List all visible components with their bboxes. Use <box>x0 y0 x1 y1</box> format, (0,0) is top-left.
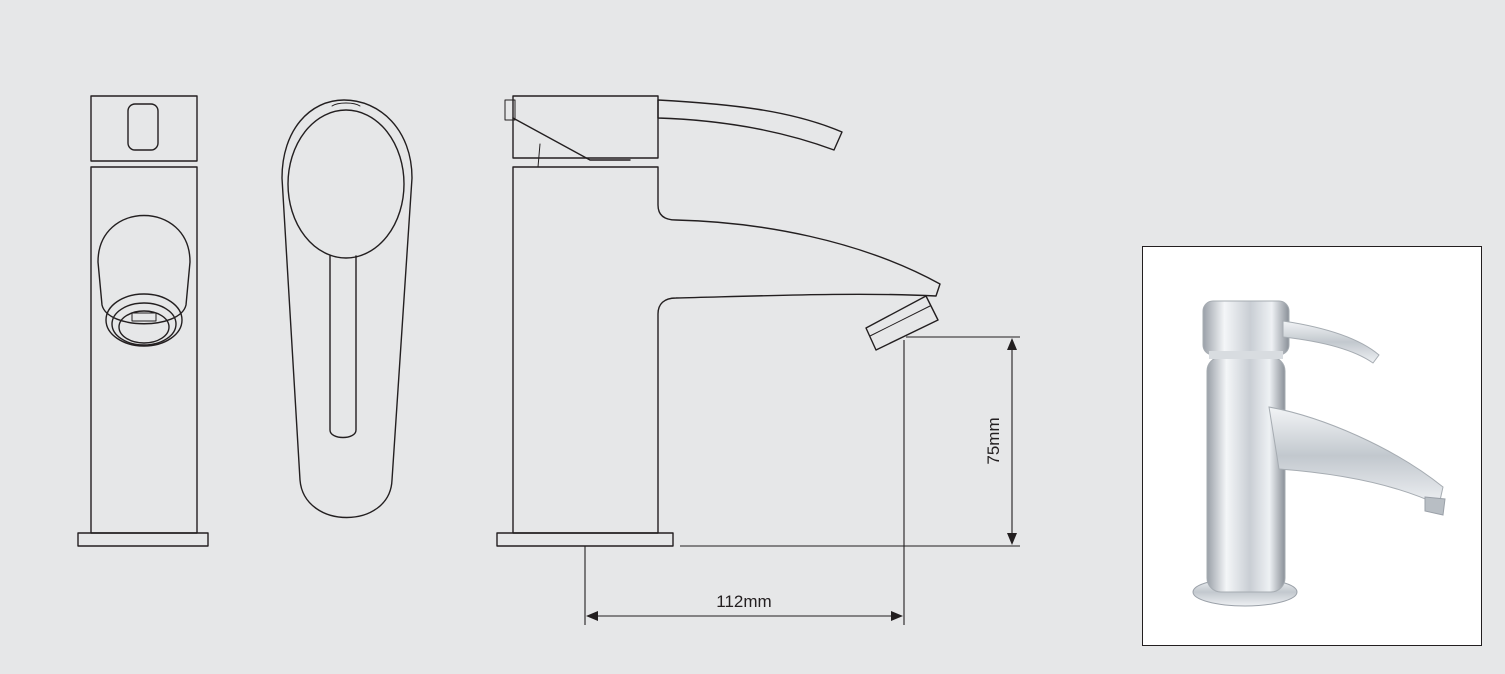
side-aerator-line <box>869 305 931 337</box>
photo-handle <box>1202 300 1290 356</box>
side-handle-button <box>504 99 516 121</box>
front-spout-outline <box>97 215 191 325</box>
front-aerator-outer <box>105 293 183 347</box>
photo-aerator <box>1424 496 1446 516</box>
side-aerator <box>865 295 939 351</box>
side-body-and-spout <box>512 166 941 534</box>
width-arrow-left <box>586 611 598 621</box>
photo-lever <box>1282 320 1380 364</box>
front-aerator-tab <box>131 312 157 322</box>
front-aerator-inner <box>118 310 170 344</box>
photo-spout <box>1268 406 1444 506</box>
side-lever-arm <box>657 99 843 151</box>
side-handle-neck <box>537 143 541 168</box>
side-handle-cap <box>512 95 659 159</box>
side-base-plate <box>496 532 674 547</box>
front-body <box>90 166 198 534</box>
photo-body <box>1206 356 1286 593</box>
height-arrow-bottom <box>1007 533 1017 545</box>
back-body-outline <box>281 99 413 519</box>
front-view <box>77 95 209 547</box>
side-view <box>496 95 941 547</box>
product-photo-frame <box>1142 246 1482 646</box>
photo-handle-seam <box>1209 351 1283 359</box>
width-arrow-right <box>891 611 903 621</box>
back-lever-stem <box>329 255 357 439</box>
front-aerator-ring <box>111 302 177 346</box>
front-handle-lever-end <box>127 103 159 151</box>
back-view <box>281 99 413 519</box>
side-handle-taper <box>512 117 631 161</box>
back-handle-oval <box>287 109 405 259</box>
width-label: 112mm <box>716 592 771 611</box>
height-arrow-top <box>1007 338 1017 350</box>
dimension-lines: 112mm 75mm <box>584 336 1020 625</box>
front-base-plate <box>77 532 209 547</box>
product-photo <box>1192 300 1446 607</box>
height-label: 75mm <box>984 417 1003 464</box>
back-handle-top <box>331 102 361 107</box>
front-handle-block <box>90 95 198 162</box>
